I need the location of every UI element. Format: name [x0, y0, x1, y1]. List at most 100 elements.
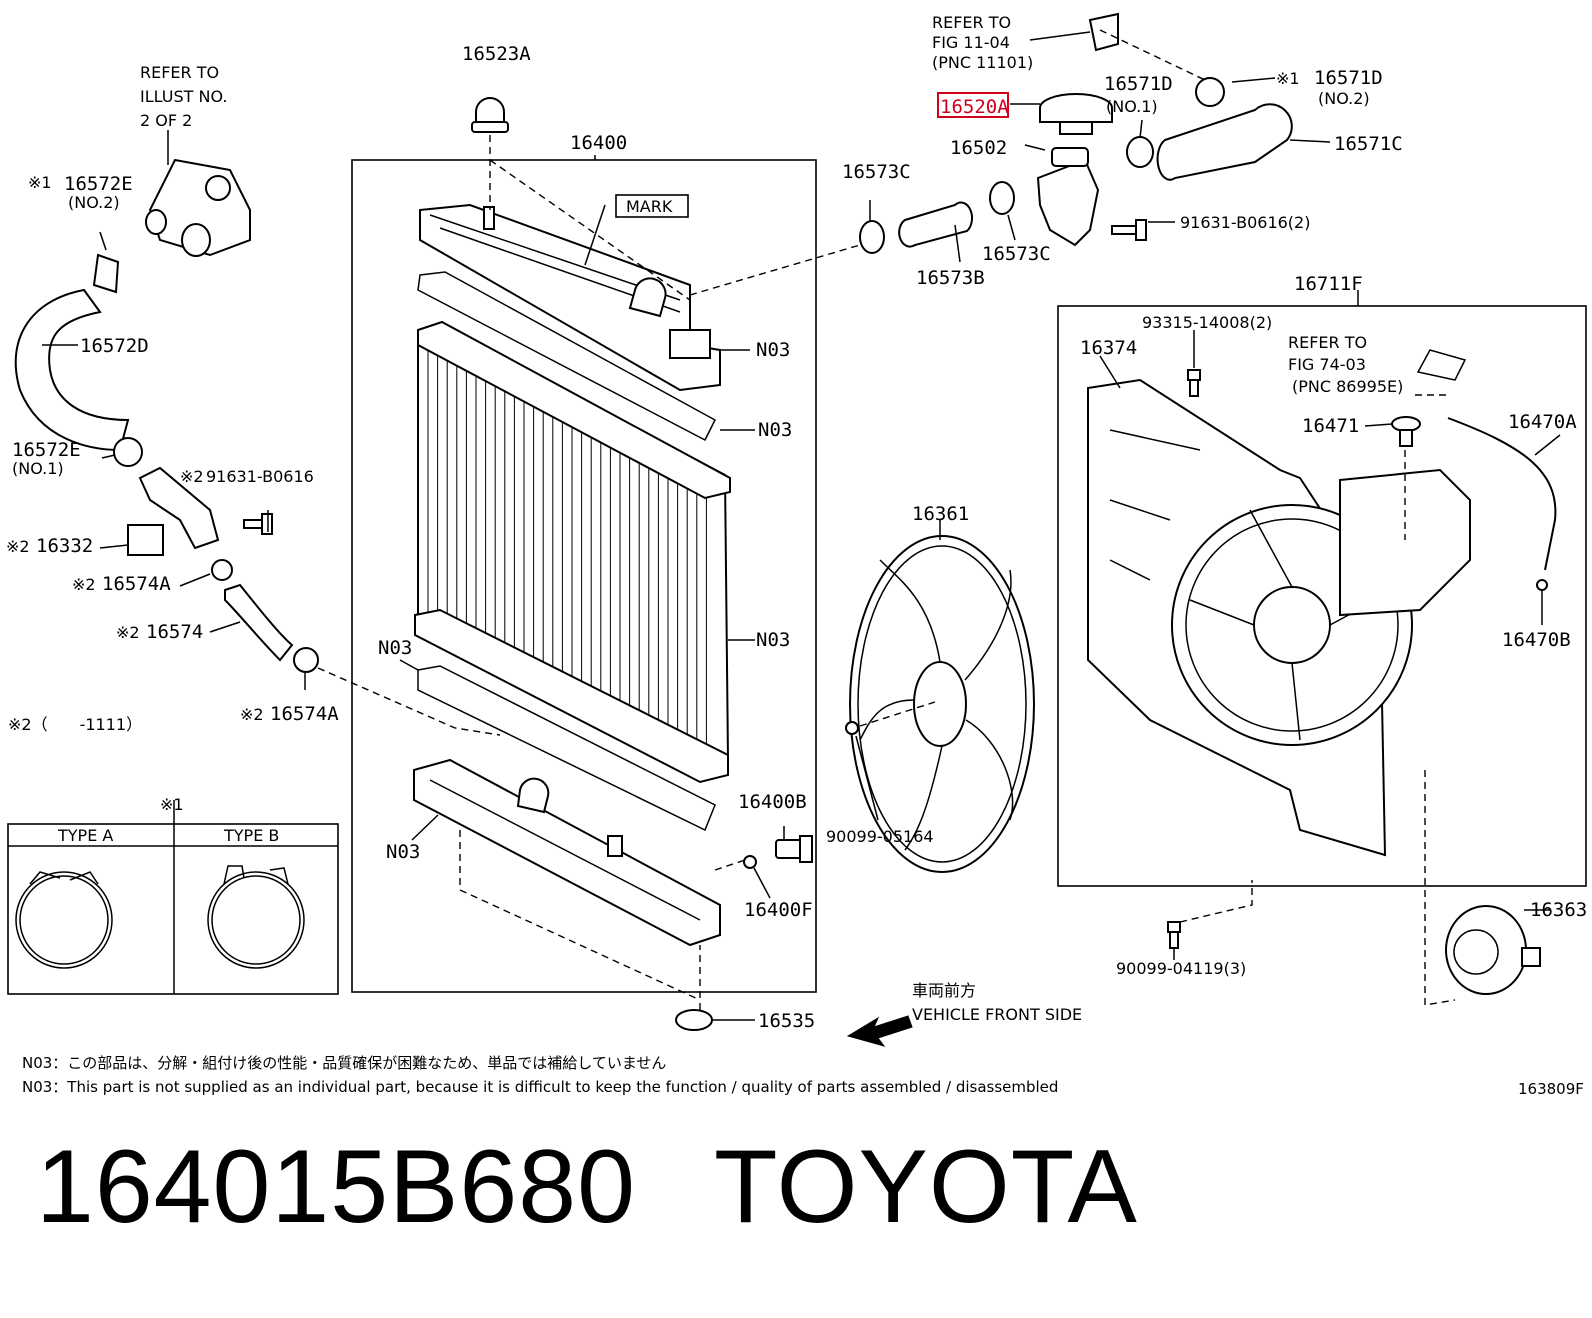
- label-mark: MARK: [626, 197, 673, 216]
- hose-16572D[interactable]: [14, 288, 130, 452]
- label-no1-a: (NO.1): [1106, 97, 1158, 116]
- label-91631: 91631-B0616: [206, 467, 314, 486]
- drain-o-ring[interactable]: [743, 855, 757, 869]
- label-16535: 16535: [758, 1010, 815, 1032]
- ref-fig74-line2: FIG 74-03: [1288, 355, 1366, 374]
- label-16574: 16574: [146, 621, 203, 643]
- water-outlet-ref: [148, 158, 251, 257]
- bolt-91631-B0616-2[interactable]: [1111, 219, 1147, 241]
- bracket-16332[interactable]: [127, 524, 164, 556]
- clamp-16571D-no2[interactable]: [1195, 77, 1225, 107]
- label-16400B: 16400B: [738, 791, 807, 813]
- label-16363: 16363: [1530, 899, 1587, 921]
- label-16332: 16332: [36, 535, 93, 557]
- type-a-label: TYPE A: [57, 826, 113, 845]
- label-16572E-b: 16572E: [12, 439, 81, 461]
- brand-name: TOYOTA: [713, 1129, 1138, 1245]
- label-n03-d: N03: [378, 637, 412, 659]
- ref-illust-line1: REFER TO: [140, 63, 219, 82]
- note-jp: N03：この部品は、分解・組付け後の性能・品質確保が困難なため、単品では補給して…: [22, 1054, 666, 1072]
- clamp-type-legend: [7, 800, 339, 995]
- label-91631-2: 91631-B0616(2): [1180, 213, 1310, 232]
- fan-motor-16363[interactable]: [1445, 905, 1541, 995]
- cooling-fan-16361[interactable]: [849, 535, 1035, 873]
- label-93315: 93315-14008(2): [1142, 313, 1272, 332]
- water-inlet-16502[interactable]: [1036, 147, 1100, 247]
- legend-text: ※2（ -1111） ※1 TYPE A TYPE B: [8, 715, 279, 845]
- clamp-16572E-no1[interactable]: [113, 437, 143, 467]
- hose-16573B[interactable]: [898, 201, 974, 248]
- hose-16574[interactable]: [224, 583, 294, 662]
- clamp-16571D-no1[interactable]: [1126, 136, 1154, 168]
- fan-shroud-16711F[interactable]: [1087, 378, 1471, 857]
- label-16374: 16374: [1080, 337, 1137, 359]
- mark-callout-box: [615, 194, 689, 218]
- label-16573B: 16573B: [916, 267, 985, 289]
- radiator-upper-tank[interactable]: [419, 203, 721, 392]
- radiator-core[interactable]: [414, 320, 731, 784]
- clip-16470B[interactable]: [1536, 579, 1548, 591]
- label-no2-a: (NO.2): [1318, 89, 1370, 108]
- label-no2-b: (NO.2): [68, 193, 120, 212]
- label-n03-b: N03: [758, 419, 792, 441]
- mark2-e: ※2: [240, 705, 264, 724]
- water-pipe[interactable]: [138, 466, 220, 550]
- reservoir-cap-16471[interactable]: [1391, 416, 1421, 447]
- label-16572E-a: 16572E: [64, 173, 133, 195]
- clamp-16574A-bottom[interactable]: [293, 647, 319, 673]
- clamp-16573C-left[interactable]: [859, 220, 885, 254]
- parts-diagram: 16523A 16400 MARK N03 N03 N03 N03 N03 16…: [6, 12, 1587, 1098]
- lower-gasket: [417, 665, 716, 832]
- label-16711F: 16711F: [1294, 273, 1363, 295]
- type-legend-mark: ※1: [160, 795, 184, 814]
- label-16571D-b: 16571D: [1314, 67, 1383, 89]
- lower-cushion[interactable]: [675, 1009, 713, 1031]
- label-90099-05164: 90099-05164: [826, 827, 934, 846]
- mark2-a: ※2: [180, 467, 204, 486]
- label-86995E: [1416, 349, 1467, 381]
- label-90099-04119: 90099-04119(3): [1116, 959, 1246, 978]
- upper-cushion[interactable]: [471, 97, 509, 133]
- label-16571D-a: 16571D: [1104, 73, 1173, 95]
- radiator-assembly-frame: [351, 159, 817, 993]
- front-arrow-icon: [846, 1015, 913, 1047]
- label-16520A[interactable]: 16520A: [940, 96, 1009, 118]
- hose-16470A[interactable]: [1447, 417, 1557, 571]
- radiator-lower-tank[interactable]: [413, 758, 721, 947]
- label-n03-a: N03: [756, 339, 790, 361]
- label-16400F: 16400F: [744, 899, 813, 921]
- highlight-16520A: [937, 92, 1009, 118]
- mark2-d: ※2: [116, 623, 140, 642]
- label-16400: 16400: [570, 132, 627, 154]
- reference-notes: REFER TO FIG 11-04 (PNC 11101) REFER TO …: [140, 13, 1403, 396]
- label-16502: 16502: [950, 137, 1007, 159]
- label-16573C-a: 16573C: [842, 161, 911, 183]
- type-b-label: TYPE B: [223, 826, 279, 845]
- clamp-16573C-right[interactable]: [989, 181, 1015, 215]
- note-en: N03：This part is not supplied as an indi…: [22, 1078, 1058, 1096]
- figure-id: 163809F: [1518, 1080, 1584, 1098]
- radiator-cap-16520A[interactable]: [1039, 93, 1113, 135]
- label-n03-c: N03: [756, 629, 790, 651]
- nut-90099-05164[interactable]: [845, 721, 859, 735]
- bolt-90099-04119[interactable]: [1167, 921, 1181, 949]
- hose-16571C[interactable]: [1156, 103, 1293, 181]
- label-16470B: 16470B: [1502, 629, 1571, 651]
- label-16574A-b: 16574A: [270, 703, 339, 725]
- ref-illust-line2: ILLUST NO.: [140, 87, 227, 106]
- clamp-16574A-top[interactable]: [211, 559, 233, 581]
- ref-fig11-line2: FIG 11-04: [932, 33, 1010, 52]
- clamp-16572E-no2[interactable]: [145, 209, 167, 235]
- bolt-91631-B0616[interactable]: [243, 513, 273, 535]
- mark2-c: ※2: [72, 575, 96, 594]
- front-side-en: VEHICLE FRONT SIDE: [912, 1005, 1082, 1024]
- label-16573C-b: 16573C: [982, 243, 1051, 265]
- drain-cock[interactable]: [775, 835, 813, 863]
- upper-gasket: [417, 271, 716, 442]
- ref-fig11-line1: REFER TO: [932, 13, 1011, 32]
- label-16361: 16361: [912, 503, 969, 525]
- clamp-16572E-top[interactable]: [92, 253, 120, 294]
- callout-labels: 16523A 16400 MARK N03 N03 N03 N03 N03 16…: [6, 43, 1587, 1032]
- bolt-93315-14008[interactable]: [1187, 369, 1201, 397]
